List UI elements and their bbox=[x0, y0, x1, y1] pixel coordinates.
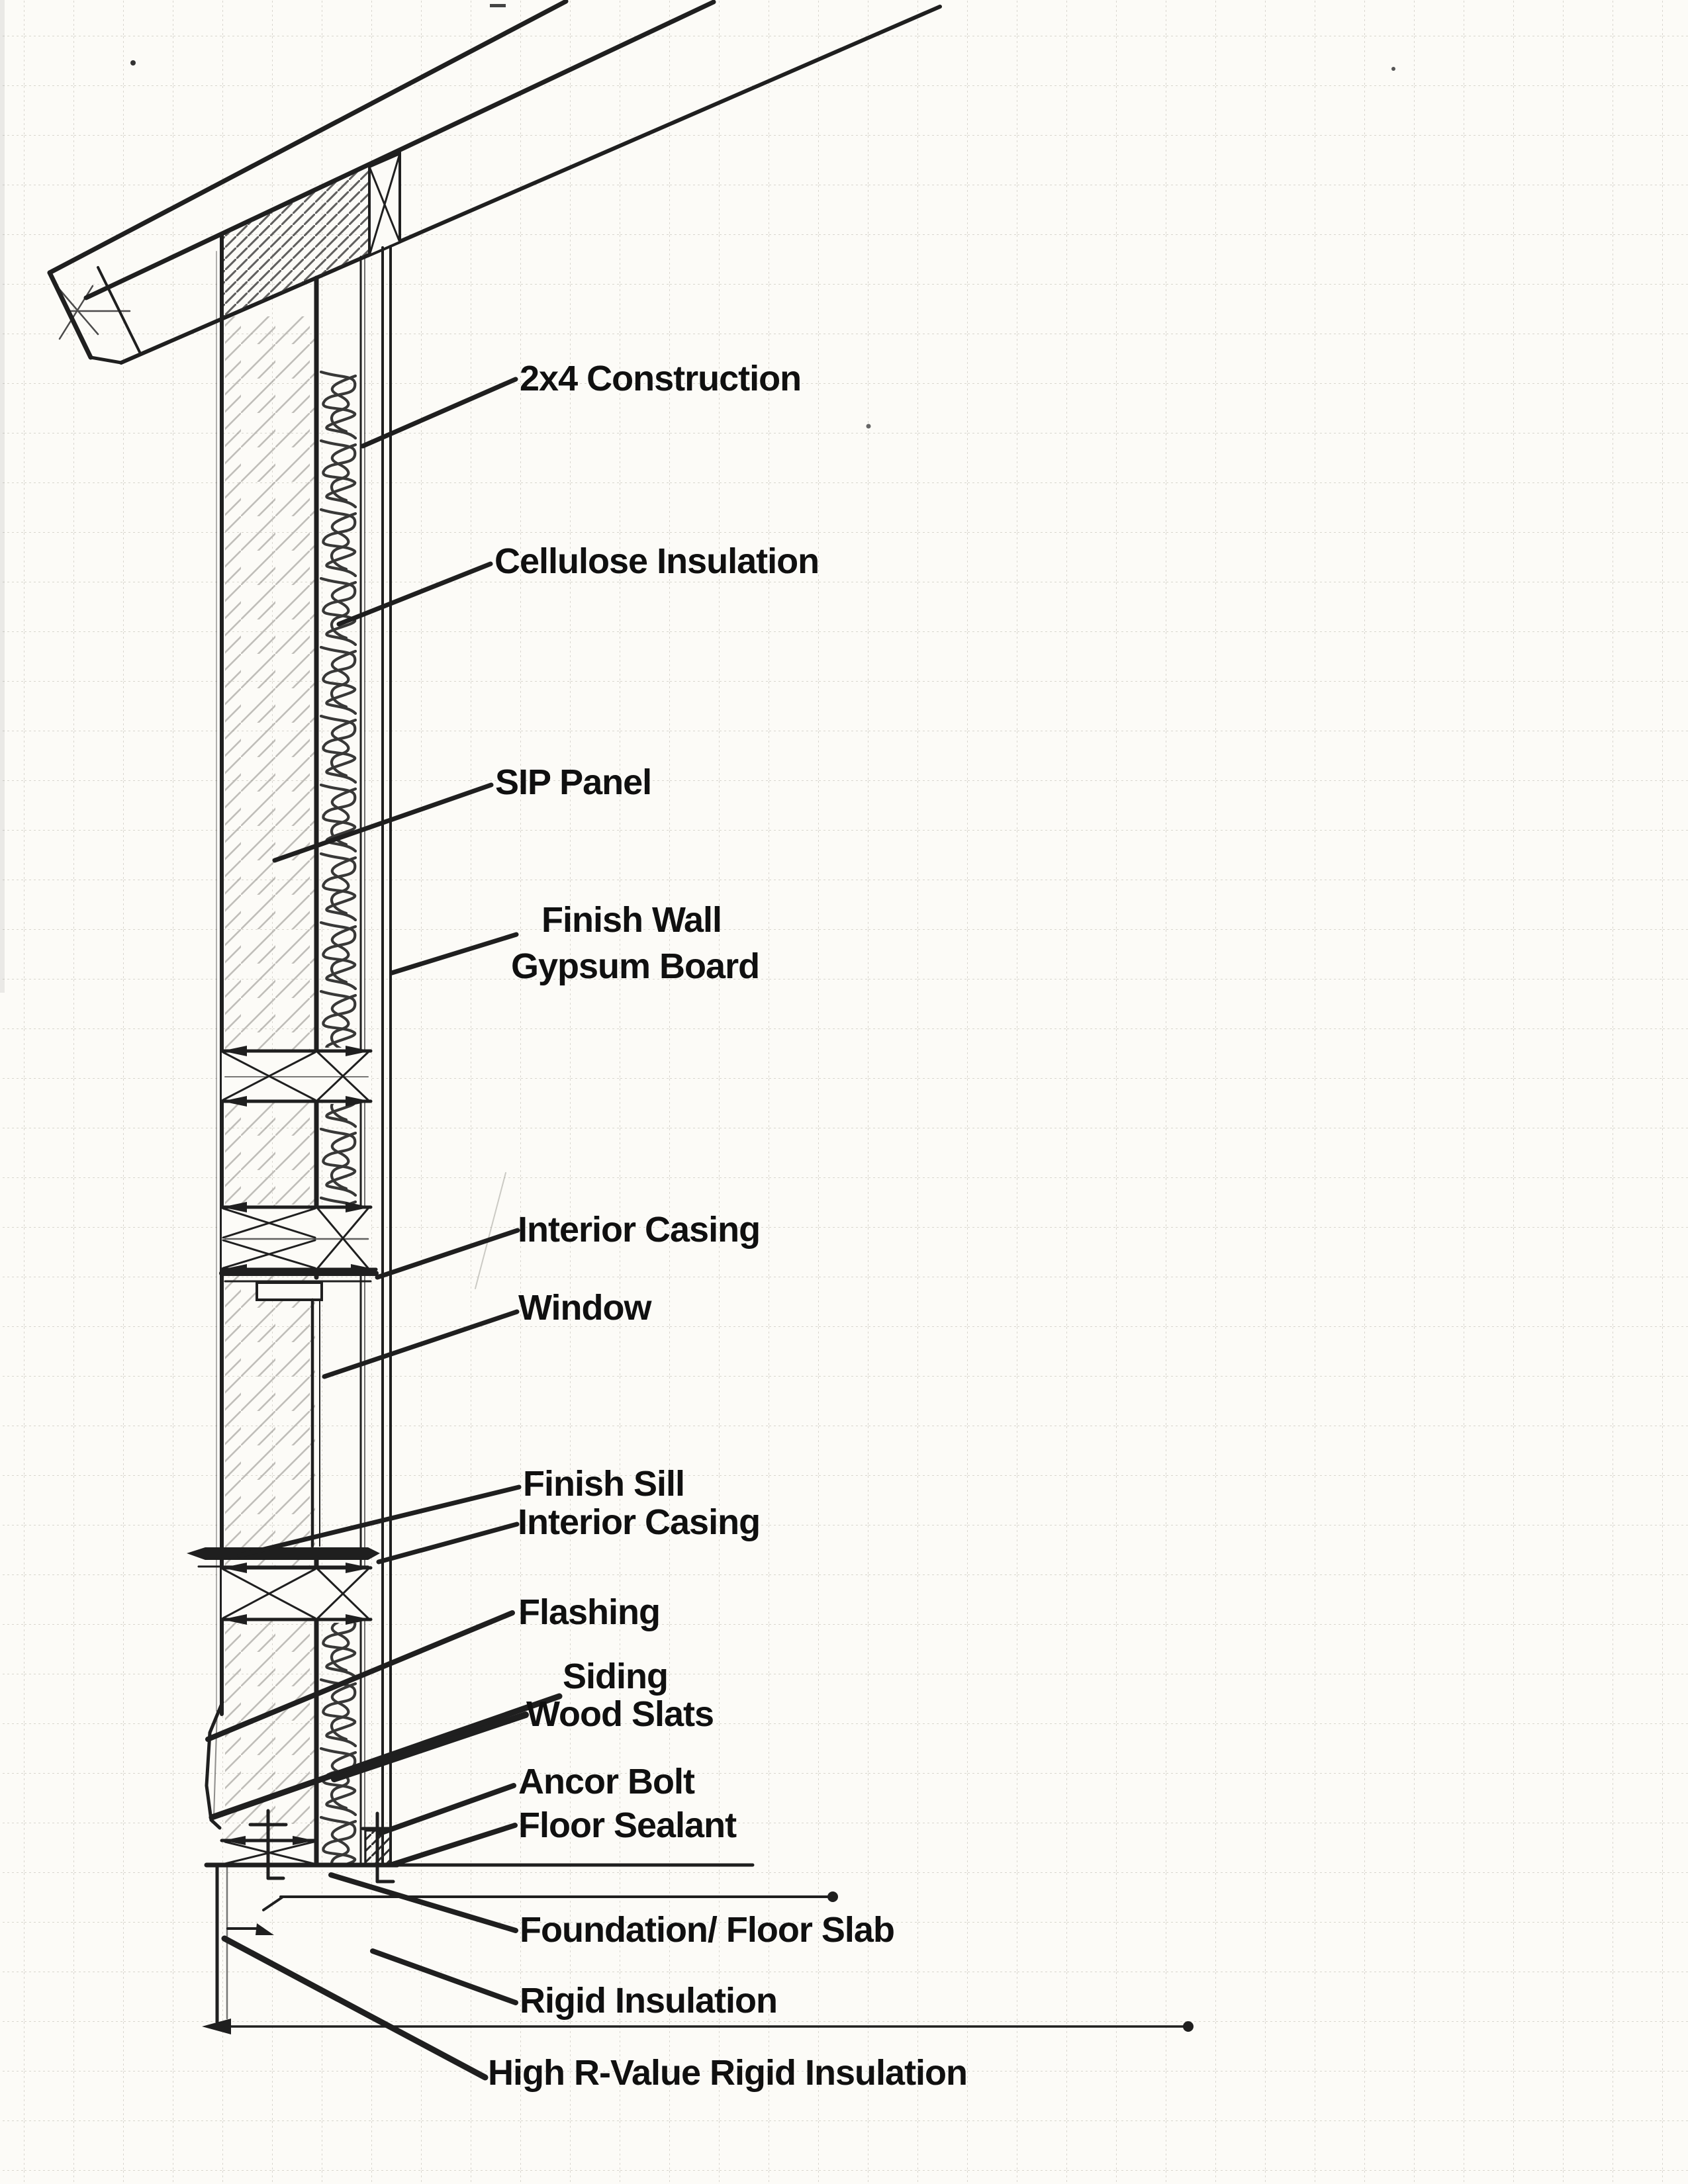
leader-flashing bbox=[205, 1610, 515, 1742]
label-finish-wall: Finish Wall bbox=[541, 900, 722, 940]
label-flashing: Flashing bbox=[518, 1592, 660, 1632]
leader-2x4-construction bbox=[360, 377, 518, 449]
window-glazing bbox=[310, 1298, 320, 1548]
sill-blocking bbox=[220, 1566, 373, 1621]
gypsum-board-lines bbox=[381, 245, 392, 1866]
label-sip-panel: SIP Panel bbox=[495, 762, 651, 802]
label-ancor-bolt: Ancor Bolt bbox=[518, 1762, 695, 1801]
label-interior-casing: Interior Casing bbox=[518, 1210, 760, 1250]
leader-gypsum-board bbox=[389, 932, 519, 976]
label-interior-casing: Interior Casing bbox=[518, 1502, 760, 1542]
footing-line bbox=[262, 1891, 838, 1911]
rigid-insulation-bottom-line bbox=[202, 2019, 1194, 2034]
scan-specks bbox=[130, 4, 1395, 1289]
label-floor-sealant: Floor Sealant bbox=[518, 1805, 737, 1845]
label-high-r-value-rigid-insulation: High R-Value Rigid Insulation bbox=[488, 2053, 967, 2093]
rafter-end-block bbox=[47, 266, 141, 365]
leader-rigid-insulation bbox=[370, 1948, 518, 2005]
label-rigid-insulation: Rigid Insulation bbox=[520, 1981, 777, 2021]
window-sill bbox=[187, 1547, 380, 1568]
label-gypsum-board: Gypsum Board bbox=[511, 946, 759, 986]
cellulose-insulation-fill bbox=[318, 371, 360, 1863]
leader-interior-casing bbox=[375, 1228, 520, 1280]
leader-floor-sealant bbox=[390, 1823, 518, 1867]
label-cellulose-insulation: Cellulose Insulation bbox=[494, 541, 819, 581]
leader-ancor-bolt bbox=[377, 1783, 516, 1836]
label-window: Window bbox=[518, 1288, 652, 1328]
leader-foundation-floor-slab bbox=[328, 1872, 518, 1933]
window-head-casing bbox=[219, 1271, 379, 1301]
exterior-face-line bbox=[216, 232, 224, 1716]
leader-wood-slats bbox=[331, 1711, 529, 1782]
leader-high-r-value-rigid-insulation bbox=[221, 1935, 489, 2081]
roof-blocking-x bbox=[368, 151, 401, 258]
label-2x4-construction: 2x4 Construction bbox=[520, 359, 801, 398]
scan-edge-shadow bbox=[0, 0, 5, 993]
leader-sip-panel bbox=[272, 782, 494, 863]
label-finish-sill: Finish Sill bbox=[523, 1464, 684, 1504]
blocking-x-band-upper bbox=[220, 1049, 373, 1103]
flashing-profile bbox=[205, 1700, 224, 1830]
window-header-blocking bbox=[220, 1205, 378, 1271]
label-wood-slats: Wood Slats bbox=[526, 1694, 714, 1734]
leader-finish-sill bbox=[237, 1484, 522, 1558]
leader-siding bbox=[209, 1693, 563, 1821]
leader-window bbox=[322, 1309, 520, 1379]
label-foundation-floor-slab: Foundation/ Floor Slab bbox=[520, 1910, 894, 1950]
label-siding: Siding bbox=[563, 1657, 668, 1696]
leader-cellulose-insulation bbox=[336, 561, 493, 627]
leader-interior-casing bbox=[376, 1522, 520, 1565]
